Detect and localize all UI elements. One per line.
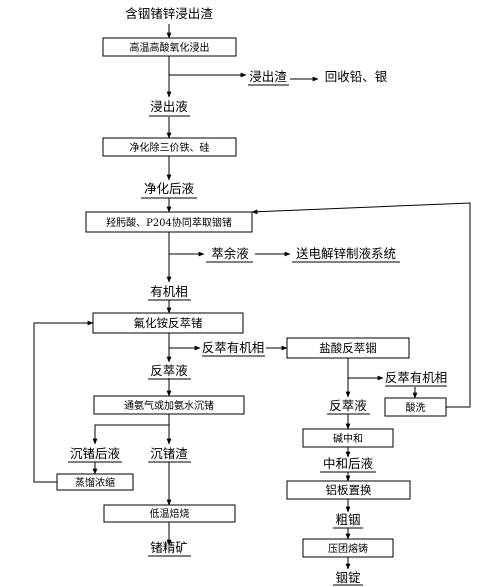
box-nh4f-strip: 氟化铵反萃锗 bbox=[92, 312, 244, 334]
box-acid-wash: 酸洗 bbox=[384, 397, 447, 417]
label-strip-liquor-ge: 反萃液 bbox=[150, 363, 188, 378]
box-al-replace: 铝板置换 bbox=[286, 480, 411, 500]
label-to-zinc: 送电解锌制液系统 bbox=[296, 246, 396, 261]
box-purify-label: 净化除三价铁、硅 bbox=[130, 141, 210, 154]
stream-labels: 含铟锗锌浸出渣 浸出渣 回收铅、银 浸出液 净化后液 萃余液 送电解锌制液系统 … bbox=[68, 6, 448, 586]
box-press-melt-label: 压团熔铸 bbox=[328, 542, 368, 555]
box-neutralize-label: 碱中和 bbox=[333, 432, 363, 445]
label-in-ingot: 铟锭 bbox=[335, 570, 360, 585]
box-hcl-strip: 盐酸反萃铟 bbox=[286, 337, 410, 359]
box-oxidative-leach: 高温高酸氧化浸出 bbox=[102, 37, 237, 57]
label-leach-residue: 浸出渣 bbox=[249, 69, 287, 84]
edge-precip-to-afterliquor bbox=[92, 424, 169, 445]
label-stripped-organic-1: 反萃有机相 bbox=[202, 340, 265, 355]
edge-acidwash-recycle-to-coextract bbox=[251, 202, 471, 408]
box-ammonia-precip: 通氨气或加氨水沉锗 bbox=[93, 395, 245, 415]
label-ge-residue: 沉锗渣 bbox=[150, 446, 188, 461]
box-coextract-label: 羟肟酸、P204协同萃取铟锗 bbox=[106, 216, 232, 229]
edge-evap-recycle-to-nh4f bbox=[33, 320, 94, 483]
label-neutralized: 中和后液 bbox=[323, 456, 374, 471]
label-stripped-organic-2: 反萃有机相 bbox=[385, 370, 448, 385]
box-low-temp-roast: 低温焙烧 bbox=[103, 504, 236, 523]
box-evap-label: 蒸馏浓缩 bbox=[75, 476, 115, 489]
label-ge-concentrate: 锗精矿 bbox=[150, 540, 188, 555]
label-feed: 含铟锗锌浸出渣 bbox=[125, 6, 213, 21]
label-crude-in: 粗铟 bbox=[335, 512, 360, 527]
label-leachate: 浸出液 bbox=[150, 99, 188, 114]
box-coextract: 羟肟酸、P204协同萃取铟锗 bbox=[85, 211, 253, 233]
edges bbox=[33, 24, 471, 570]
box-acid-wash-label: 酸洗 bbox=[406, 401, 426, 414]
box-nh4f-strip-label: 氟化铵反萃锗 bbox=[134, 316, 203, 330]
label-raffinate: 萃余液 bbox=[211, 246, 249, 261]
label-strip-liquor-in: 反萃液 bbox=[329, 398, 367, 413]
box-press-melt: 压团熔铸 bbox=[302, 538, 394, 558]
label-after-precip: 沉锗后液 bbox=[70, 446, 121, 461]
box-low-temp-roast-label: 低温焙烧 bbox=[150, 507, 190, 520]
box-neutralize: 碱中和 bbox=[302, 428, 394, 448]
box-hcl-strip-label: 盐酸反萃铟 bbox=[319, 341, 377, 355]
label-purified: 净化后液 bbox=[144, 181, 195, 196]
label-organic: 有机相 bbox=[150, 284, 188, 299]
label-recover-pb-ag: 回收铅、银 bbox=[325, 69, 388, 84]
box-ammonia-precip-label: 通氨气或加氨水沉锗 bbox=[124, 399, 214, 412]
box-purify: 净化除三价铁、硅 bbox=[102, 137, 237, 157]
box-evap: 蒸馏浓缩 bbox=[56, 473, 134, 491]
box-oxidative-leach-label: 高温高酸氧化浸出 bbox=[130, 41, 210, 54]
process-boxes: 高温高酸氧化浸出 净化除三价铁、硅 羟肟酸、P204协同萃取铟锗 氟化铵反萃锗 … bbox=[56, 37, 447, 558]
box-al-replace-label: 铝板置换 bbox=[326, 483, 372, 497]
